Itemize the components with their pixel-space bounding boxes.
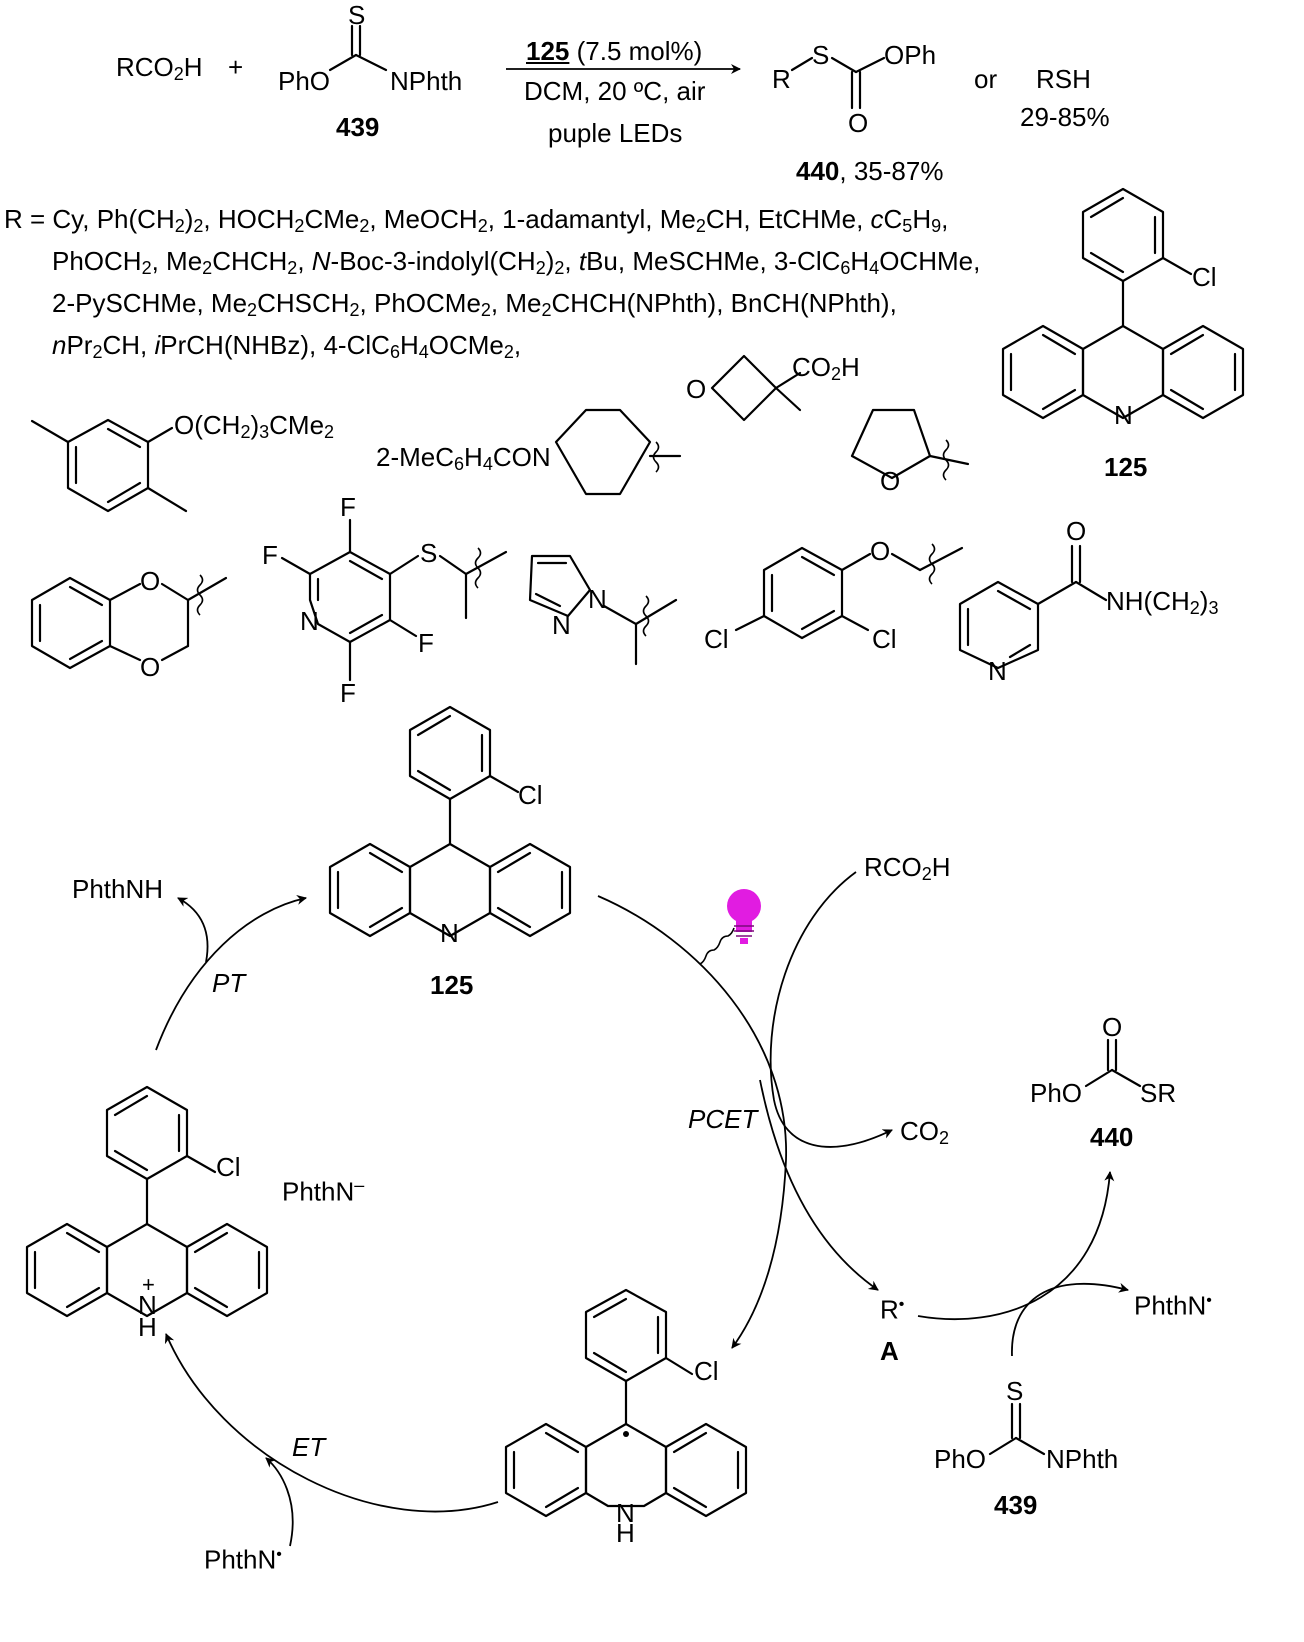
- phenoxy-Cl2: Cl: [872, 624, 897, 654]
- product-440-cycle-label: 440: [1090, 1122, 1134, 1152]
- product-R: R: [772, 64, 791, 94]
- acridinium-Cl: Cl: [216, 1152, 241, 1182]
- acridinium-counterion: PhthN–: [282, 1175, 365, 1207]
- catalyst-125-structure: [1001, 187, 1245, 420]
- pyrazole-N2: N: [552, 610, 571, 640]
- fluoropyridine-F3: F: [418, 628, 434, 658]
- fluoropyridine-S: S: [420, 538, 438, 568]
- radical-N: N: [616, 1498, 635, 1528]
- product-440-label: 440, 35-87%: [796, 156, 944, 186]
- product-OPh: OPh: [884, 40, 937, 70]
- alt-product-RSH: RSH: [1036, 64, 1091, 94]
- substrate-oxetane: [710, 354, 802, 422]
- acridinium-plus: +: [142, 1272, 155, 1297]
- phthn-radical-bottom: PhthN•: [204, 1544, 282, 1575]
- substrate-dichlorophenoxy: [734, 543, 964, 640]
- substrate-thf: [850, 408, 970, 481]
- scope-line-3: 2-PySCHMe, Me2CHSCH2, PhOCMe2, Me2CHCH(N…: [52, 288, 897, 320]
- fluoropyridine-F4: F: [340, 678, 356, 708]
- substrate-pyrazole: [528, 554, 678, 666]
- rco2h-label: RCO2H: [864, 852, 951, 884]
- product-O: O: [848, 108, 869, 138]
- reagent-NPhth-cycle: NPhth: [1046, 1444, 1119, 1474]
- reagent-439-PhO: PhO: [278, 66, 331, 96]
- substrate-piperidine: [554, 408, 682, 496]
- reagent-439-S: S: [348, 0, 366, 30]
- reagent-PhO-cycle: PhO: [934, 1444, 987, 1474]
- oxetane-CO2H: CO2H: [792, 352, 860, 384]
- oxetane-O: O: [686, 374, 707, 404]
- cycle-acridinyl-radical: [504, 1288, 748, 1518]
- r-radical-label: R•: [880, 1294, 905, 1325]
- phthnh-label: PhthNH: [72, 874, 164, 904]
- product-PhO-cycle: PhO: [1030, 1078, 1083, 1108]
- nicotinamide-NH: NH(CH2)3: [1106, 586, 1219, 618]
- product-S: S: [812, 40, 830, 70]
- reagent-S-cycle: S: [1006, 1376, 1024, 1406]
- acridinium-H: H: [138, 1312, 157, 1342]
- nicotinamide-O: O: [1066, 516, 1087, 546]
- lightbulb-icon: [727, 889, 761, 944]
- pcet-label: PCET: [688, 1104, 758, 1134]
- fluoropyridine-F1: F: [340, 492, 356, 522]
- piperidine-prefix-label: 2-MeC6H4CON: [376, 442, 551, 474]
- cycle-top-Cl: Cl: [518, 780, 543, 810]
- substrate-nicotinamide: [958, 544, 1108, 670]
- cycle-top-N: N: [440, 918, 459, 948]
- conditions-line1: 125 (7.5 mol%): [526, 36, 703, 66]
- substrate-benzodioxane: [30, 574, 228, 670]
- scope-line-4: nPr2CH, iPrCH(NHBz), 4-ClC6H4OCMe2,: [52, 330, 522, 362]
- r-radical-A: A: [880, 1336, 899, 1366]
- cycle-arrows: [155, 871, 1129, 1547]
- co2-label: CO2: [900, 1116, 950, 1148]
- xylyl-ether-label: O(CH2)3CMe2: [174, 410, 335, 442]
- fluoropyridine-F2: F: [262, 540, 278, 570]
- substrate-fluoropyridine: [280, 518, 508, 682]
- radical-Cl: Cl: [694, 1356, 719, 1386]
- reactant-acid-label: RCO2H: [116, 52, 203, 84]
- alt-product-yield: 29-85%: [1020, 102, 1110, 132]
- acridinium-N: N: [138, 1290, 157, 1320]
- et-label: ET: [292, 1432, 326, 1462]
- phenoxy-O: O: [870, 536, 891, 566]
- radical-H: H: [616, 1518, 635, 1548]
- thf-O: O: [880, 466, 901, 496]
- fluoropyridine-N: N: [300, 606, 319, 636]
- pyrazole-N1: N: [588, 584, 607, 614]
- conditions-line2: DCM, 20 ºC, air: [524, 76, 706, 106]
- catalyst-Cl: Cl: [1192, 262, 1217, 292]
- conditions-line3: puple LEDs: [548, 118, 683, 148]
- dioxane-O1: O: [140, 566, 161, 596]
- top-reaction: [328, 24, 886, 110]
- reagent-439-cycle-label: 439: [994, 1490, 1038, 1520]
- substrate-xylyl-ether: [30, 418, 188, 513]
- pt-label: PT: [212, 968, 246, 998]
- or-label: or: [974, 64, 998, 94]
- product-SR-cycle: SR: [1140, 1078, 1177, 1108]
- cycle-reagent-439: [988, 1402, 1046, 1456]
- cycle-product-440: [1084, 1038, 1142, 1088]
- scope-line-2: PhOCH2, Me2CHCH2, N-Boc-3-indolyl(CH2)2,…: [52, 246, 981, 278]
- catalyst-label: 125: [1104, 452, 1148, 482]
- plus-sign: +: [228, 52, 244, 82]
- cycle-top-label: 125: [430, 970, 474, 1000]
- reagent-439-label: 439: [336, 112, 380, 142]
- dioxane-O2: O: [140, 652, 161, 682]
- phenoxy-Cl1: Cl: [704, 624, 729, 654]
- nicotinamide-N: N: [988, 656, 1007, 686]
- scope-line-1: R = Cy, Ph(CH2)2, HOCH2CMe2, MeOCH2, 1-a…: [4, 204, 949, 236]
- cycle-catalyst-125: [328, 705, 572, 938]
- phthn-radical-right: PhthN•: [1134, 1290, 1212, 1321]
- reagent-439-NPhth: NPhth: [390, 66, 463, 96]
- product-O-cycle: O: [1102, 1012, 1123, 1042]
- catalyst-N: N: [1114, 400, 1133, 430]
